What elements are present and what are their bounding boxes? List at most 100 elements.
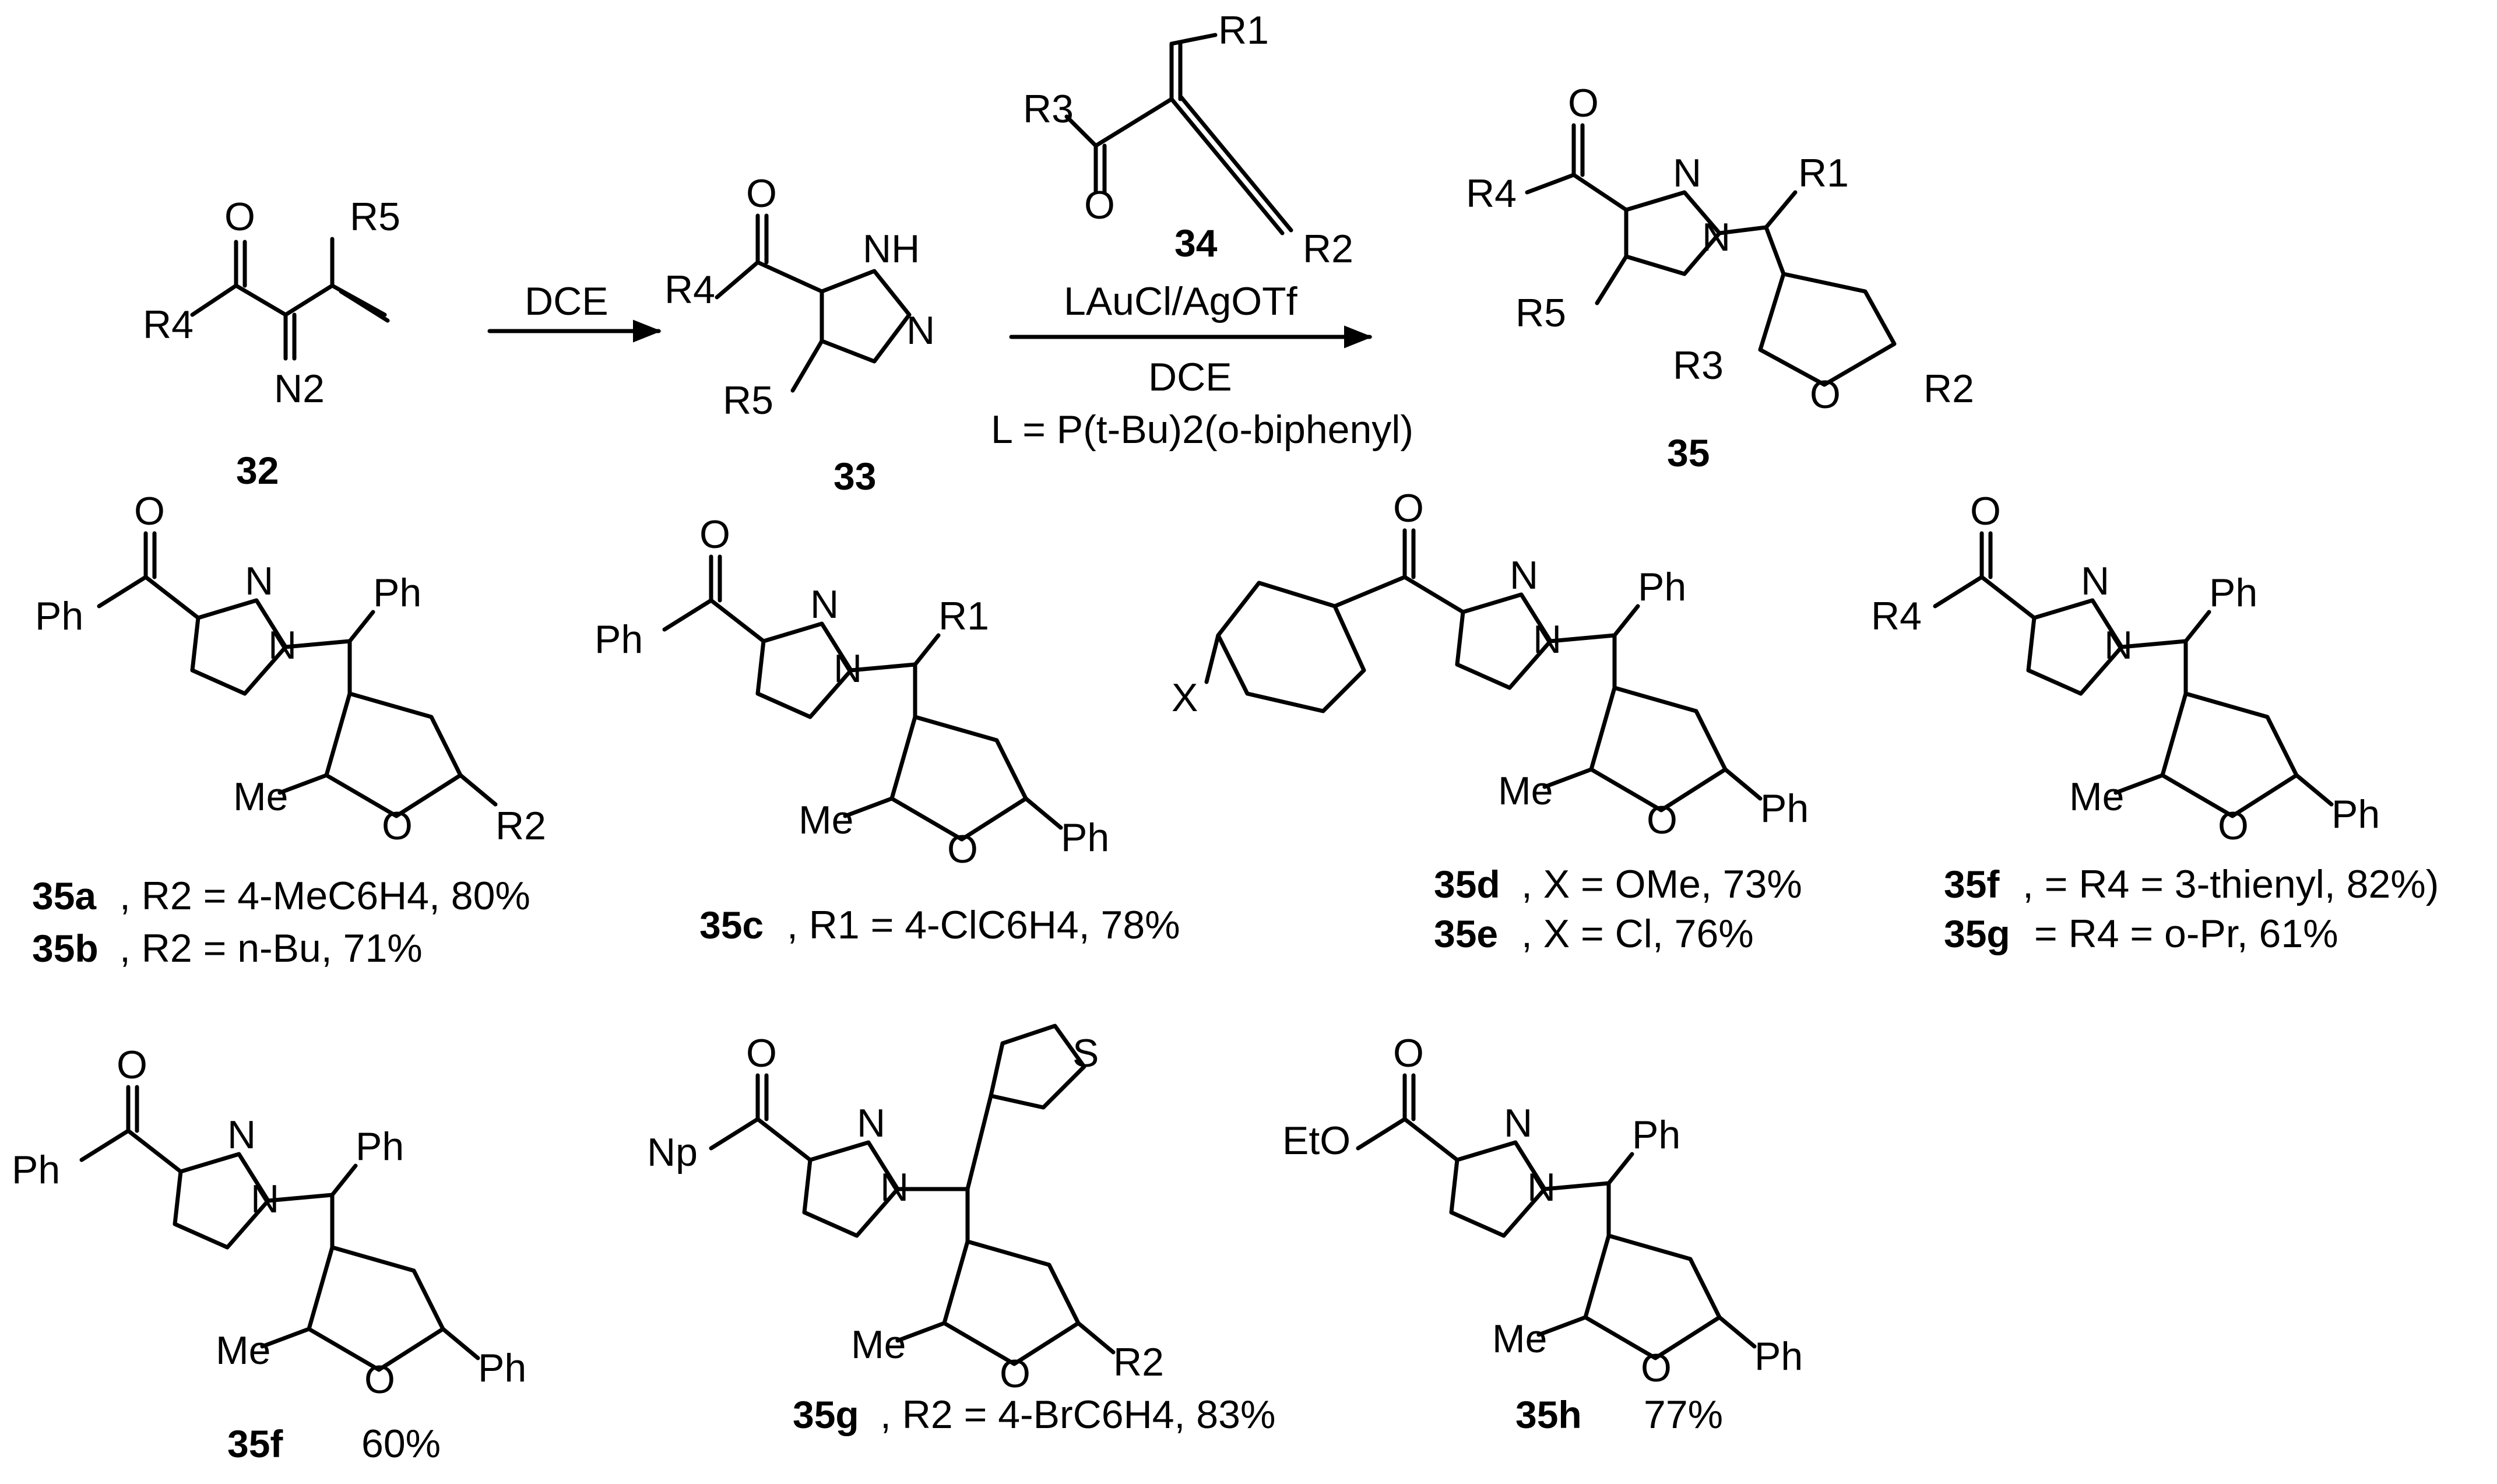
c33-r4: R4 xyxy=(664,268,715,312)
c35-r3: R3 xyxy=(1673,343,1724,388)
c32-n2: N2 xyxy=(274,367,325,411)
arrow2-solvent: DCE xyxy=(1148,355,1232,399)
p35f-n2: N xyxy=(2104,623,2133,667)
p35d-n1: N xyxy=(1510,553,1538,597)
p35g2-n1: N xyxy=(857,1101,885,1145)
reaction-arrow-2: LAuCl/AgOTf DCE L = P(t-Bu)2(o-biphenyl) xyxy=(991,279,1413,452)
p35d-furan-oxygen: O xyxy=(1647,798,1677,842)
arrow2-catalyst: LAuCl/AgOTf xyxy=(1064,279,1297,323)
p35c-n1: N xyxy=(810,582,839,627)
p35a-n1: N xyxy=(245,559,273,603)
p35h-n1: N xyxy=(1504,1101,1532,1145)
p35a-me: Me xyxy=(233,775,288,819)
p35g2-acyl: Np xyxy=(647,1130,698,1174)
arrow1-condition: DCE xyxy=(525,279,609,323)
p35d-me: Me xyxy=(1498,769,1553,813)
p35h-desc: 77% xyxy=(1644,1392,1723,1437)
c34-oxygen: O xyxy=(1084,183,1115,227)
c32-label: 32 xyxy=(236,449,279,492)
compound-33: O R4 R5 NH N 33 xyxy=(664,171,935,498)
p35g2-label: 35g xyxy=(793,1393,859,1436)
c32-r5: R5 xyxy=(350,195,400,239)
p35f2-oxygen: O xyxy=(117,1043,147,1087)
c35-furan-oxygen: O xyxy=(1810,372,1841,417)
p35f2-me: Me xyxy=(216,1328,270,1373)
p35d-furan-sub: Ph xyxy=(1760,786,1809,831)
product-35c: O Ph R1 N N Me O Ph 35c , R1 = 4-ClC6H4,… xyxy=(595,512,1180,947)
c34-r3: R3 xyxy=(1023,87,1074,131)
c35-r2: R2 xyxy=(1923,367,1974,411)
p35f-label: 35f xyxy=(1944,863,2000,906)
p35f2-n2: N xyxy=(251,1177,279,1221)
product-35a-35b: O Ph Ph N N Me O R2 35a , R2 = 4-MeC6H4,… xyxy=(32,489,546,970)
compound-34: R1 R3 O R2 34 xyxy=(1023,8,1353,271)
p35d-x: X xyxy=(1172,676,1198,720)
p35a-n2: N xyxy=(268,623,297,667)
p35c-n2: N xyxy=(833,646,862,691)
p35a-acyl: Ph xyxy=(35,594,83,638)
p35g2-n2: N xyxy=(880,1165,909,1209)
p35f-furan-oxygen: O xyxy=(2218,804,2249,848)
p35b-desc: , R2 = n-Bu, 71% xyxy=(119,926,423,970)
arrow2-ligand: L = P(t-Bu)2(o-biphenyl) xyxy=(991,407,1413,452)
p35f-desc: , = R4 = 3-thienyl, 82%) xyxy=(2023,862,2439,906)
p35g-label: 35g xyxy=(1944,912,2010,955)
p35f2-furan-oxygen: O xyxy=(364,1358,395,1402)
c33-label: 33 xyxy=(833,455,876,498)
product-35f-35g: O R4 Ph N N Me O Ph 35f , = R4 = 3-thien… xyxy=(1871,489,2439,956)
p35c-furan-sub: Ph xyxy=(1061,815,1109,860)
reaction-arrow-1: DCE xyxy=(487,279,662,343)
p35f2-n1: N xyxy=(227,1113,256,1157)
p35f2-label: 35f xyxy=(227,1422,283,1465)
c34-r2: R2 xyxy=(1303,227,1353,271)
p35h-n2: N xyxy=(1527,1165,1556,1209)
p35c-desc: , R1 = 4-ClC6H4, 78% xyxy=(787,903,1180,947)
p35c-furan-oxygen: O xyxy=(947,827,978,871)
p35f2-aryl: Ph xyxy=(356,1124,404,1169)
c33-r5: R5 xyxy=(723,378,773,423)
c35-oxygen: O xyxy=(1568,81,1599,125)
p35d-desc: , X = OMe, 73% xyxy=(1521,862,1802,906)
c35-label: 35 xyxy=(1667,431,1710,474)
p35b-label: 35b xyxy=(32,927,99,970)
p35f-oxygen: O xyxy=(1970,489,2001,533)
p35g-desc: = R4 = o-Pr, 61% xyxy=(2034,912,2338,956)
p35h-oxygen: O xyxy=(1393,1031,1424,1075)
p35c-me: Me xyxy=(799,798,853,842)
p35g2-thiophene-s: S xyxy=(1072,1031,1099,1075)
p35d-label: 35d xyxy=(1434,863,1500,906)
p35f2-acyl: Ph xyxy=(12,1148,60,1192)
p35a-desc: , R2 = 4-MeC6H4, 80% xyxy=(119,874,530,918)
p35c-oxygen: O xyxy=(699,512,730,557)
p35f-furan-sub: Ph xyxy=(2331,792,2380,836)
p35f-n1: N xyxy=(2081,559,2109,603)
c33-nh: NH xyxy=(863,227,920,271)
p35d-n2: N xyxy=(1533,617,1561,662)
p35d-oxygen: O xyxy=(1393,486,1424,530)
c35-n1: N xyxy=(1673,151,1701,195)
c35-r4: R4 xyxy=(1466,171,1517,216)
c33-oxygen: O xyxy=(746,171,777,216)
p35h-furan-oxygen: O xyxy=(1641,1346,1672,1390)
p35e-desc: , X = Cl, 76% xyxy=(1521,912,1754,956)
c34-r1: R1 xyxy=(1218,8,1269,52)
p35c-label: 35c xyxy=(699,903,764,947)
p35c-acyl: Ph xyxy=(595,617,643,662)
c32-r4: R4 xyxy=(143,303,194,347)
c34-label: 34 xyxy=(1174,221,1218,265)
c32-oxygen: O xyxy=(224,195,255,239)
p35c-aryl: R1 xyxy=(938,594,989,638)
p35g2-furan-sub: R2 xyxy=(1113,1340,1164,1384)
p35a-aryl: Ph xyxy=(373,571,421,615)
p35d-aryl: Ph xyxy=(1638,565,1686,609)
c35-r1: R1 xyxy=(1798,151,1849,195)
product-35g-bottom: O Np S N N Me O R2 35g , R2 = 4-BrC6H4, … xyxy=(647,1024,1275,1437)
p35h-label: 35h xyxy=(1515,1393,1582,1436)
p35f2-desc: 60% xyxy=(361,1422,441,1466)
p35f-aryl: Ph xyxy=(2209,571,2257,615)
p35h-me: Me xyxy=(1492,1317,1547,1361)
p35f-me: Me xyxy=(2069,775,2124,819)
p35a-oxygen: O xyxy=(134,489,165,533)
p35h-aryl: Ph xyxy=(1632,1113,1680,1157)
p35h-furan-sub: Ph xyxy=(1754,1334,1803,1378)
